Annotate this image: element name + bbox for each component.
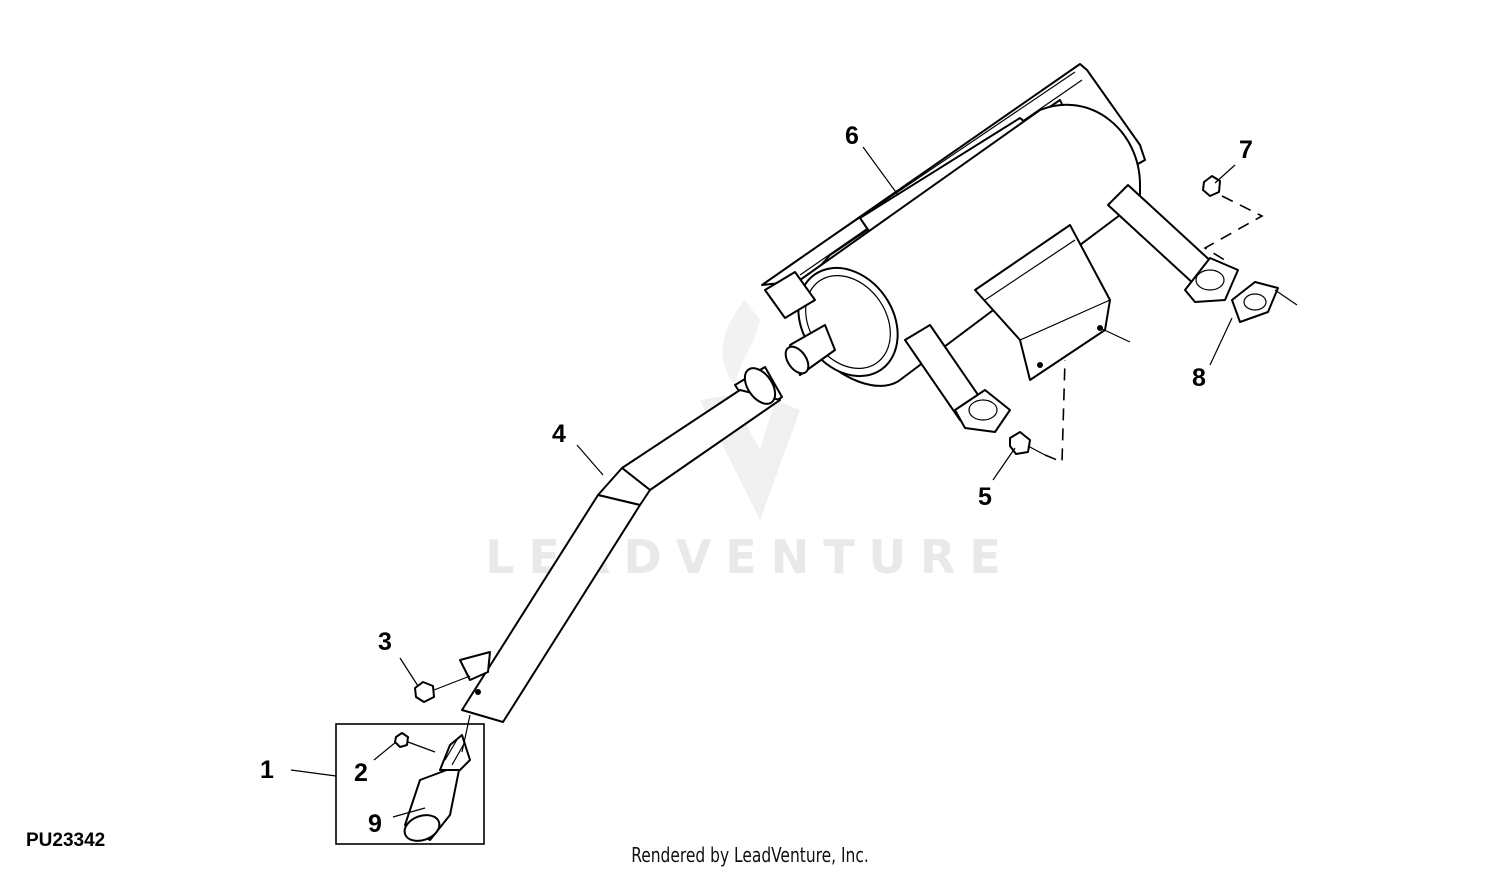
callout-9: 9	[368, 810, 382, 838]
callout-2: 2	[354, 759, 368, 787]
callout-leaders	[290, 146, 1236, 818]
callout-6: 6	[845, 122, 859, 150]
diagram-reference-code: PU23342	[26, 830, 106, 851]
render-credit: Rendered by LeadVenture, Inc.	[631, 843, 869, 867]
watermark-flame-icon	[722, 300, 760, 385]
callout-3: 3	[378, 628, 392, 656]
callouts: 1 2 3 4 5 6 7 8 9	[260, 122, 1253, 838]
callout-4: 4	[552, 420, 566, 448]
kit-box	[335, 723, 485, 845]
mounting-bolt[interactable]	[414, 675, 471, 703]
muffler[interactable]	[761, 63, 1239, 433]
exhaust-pipe[interactable]	[459, 363, 783, 723]
callout-5: 5	[978, 483, 992, 511]
spark-arrestor-kit[interactable]	[335, 714, 485, 845]
gasket[interactable]	[1231, 281, 1298, 323]
callout-8: 8	[1192, 364, 1206, 392]
nut[interactable]	[1202, 175, 1221, 197]
callout-1: 1	[260, 756, 274, 784]
bolt[interactable]	[1009, 431, 1046, 456]
callout-7: 7	[1239, 136, 1253, 164]
